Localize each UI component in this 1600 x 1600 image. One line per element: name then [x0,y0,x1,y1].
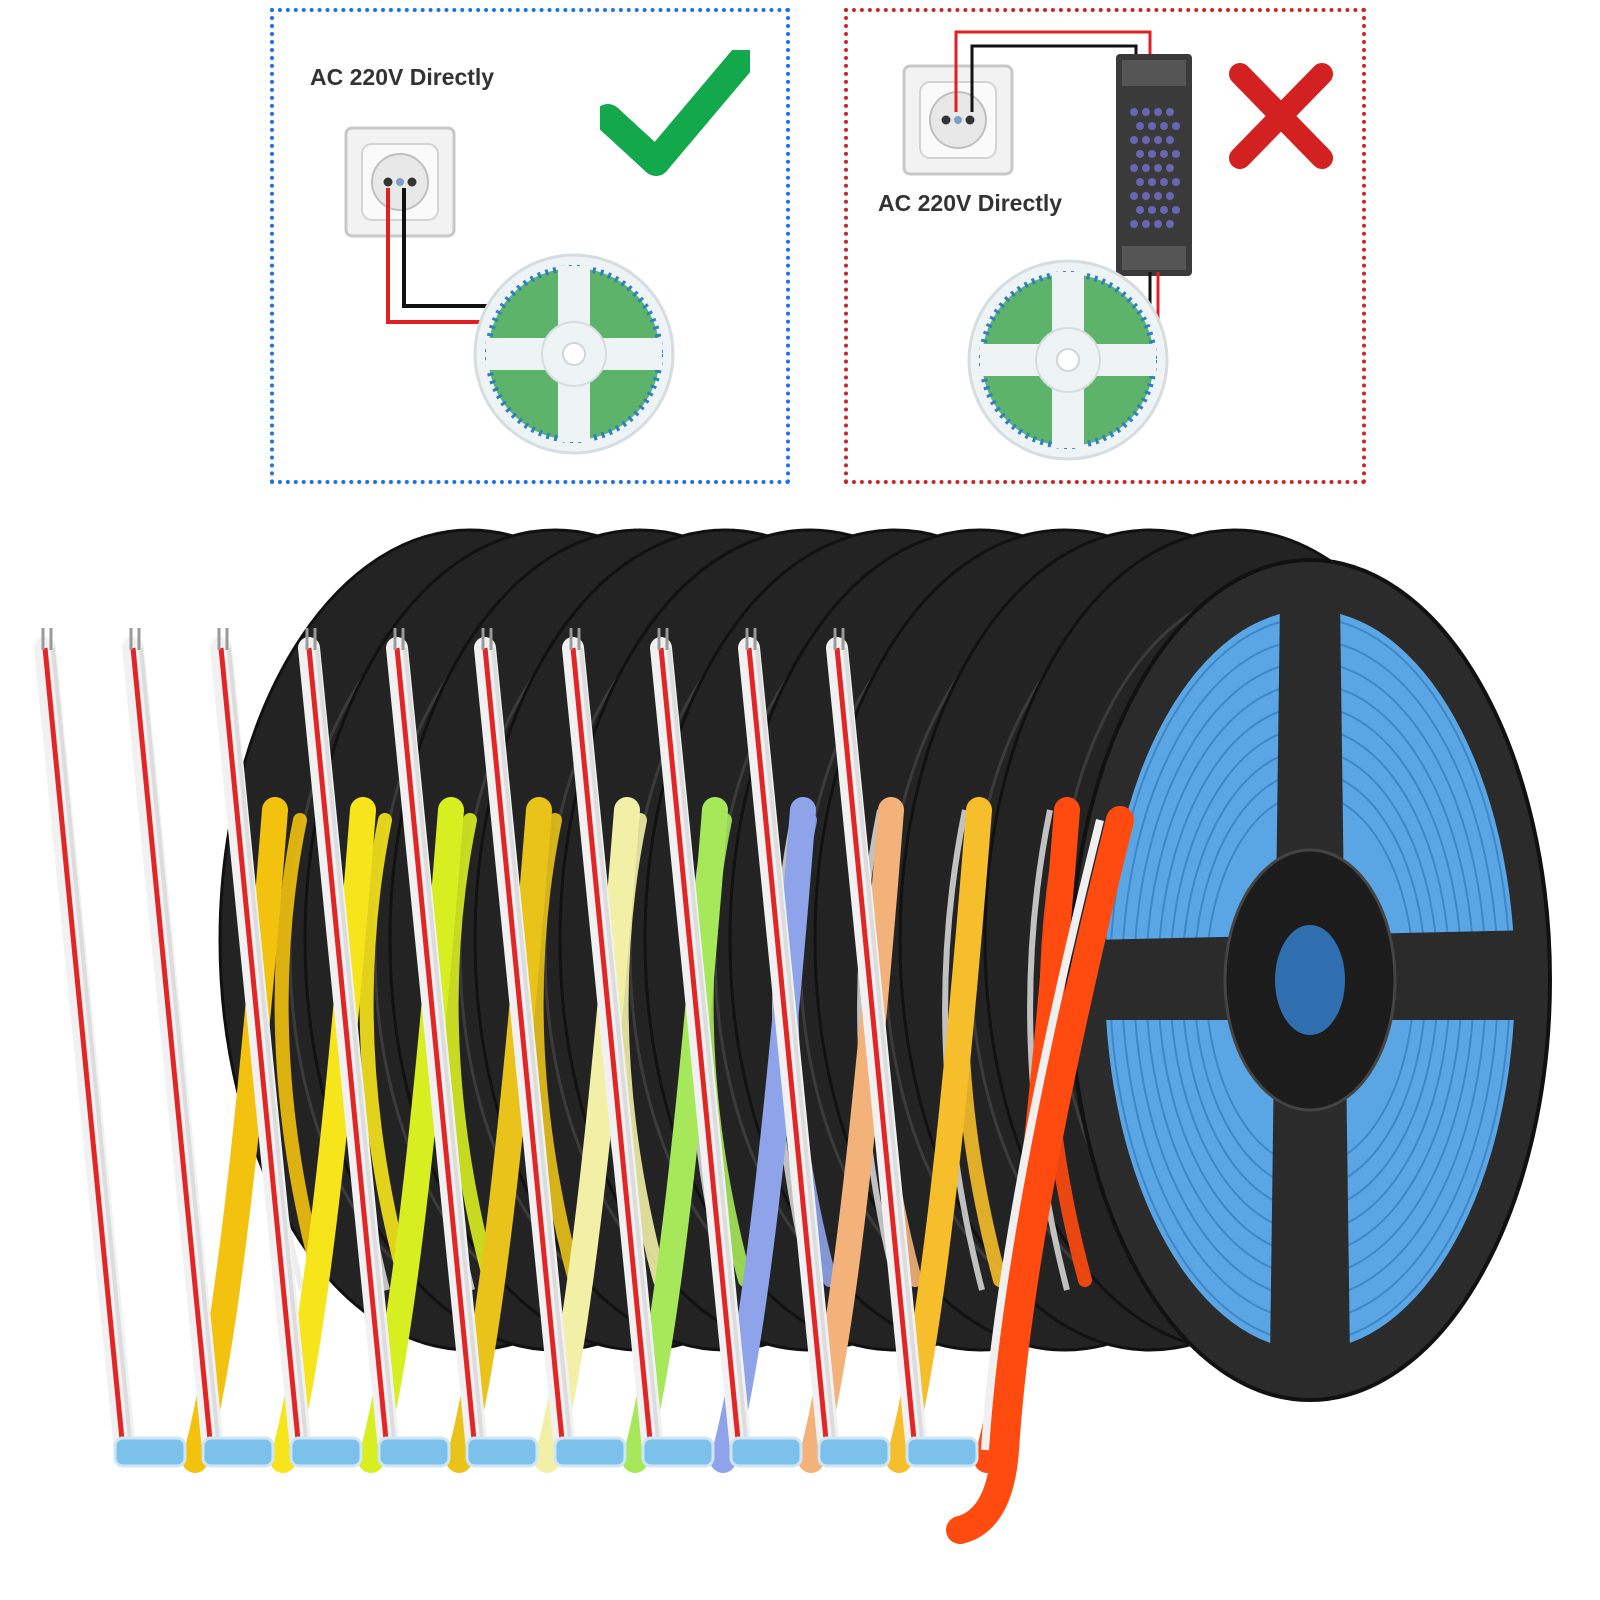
check-icon [600,50,750,176]
power-wires [386,188,504,324]
led-strip-reels-photo [34,528,1552,1544]
wall-socket-icon [344,126,456,238]
power-supply-icon [1116,54,1192,276]
incorrect-wiring-panel: AC 220V Directly [844,8,1366,484]
front-reel [1068,558,1552,1402]
incorrect-wiring-label: AC 220V Directly [878,190,1063,216]
strip-lead [122,628,376,1473]
cross-icon [1229,63,1333,169]
led-strip-reel-icon [473,253,675,455]
strip-lead [34,628,288,1473]
correct-wiring-panel: AC 220V Directly [270,8,790,484]
wall-socket-icon [902,64,1014,176]
strip-leads [34,628,1134,1544]
strip-lead [946,806,1134,1544]
correct-wiring-label: AC 220V Directly [310,64,495,90]
led-strip-reel-icon [967,259,1169,461]
reel-hub-center [1275,925,1345,1035]
